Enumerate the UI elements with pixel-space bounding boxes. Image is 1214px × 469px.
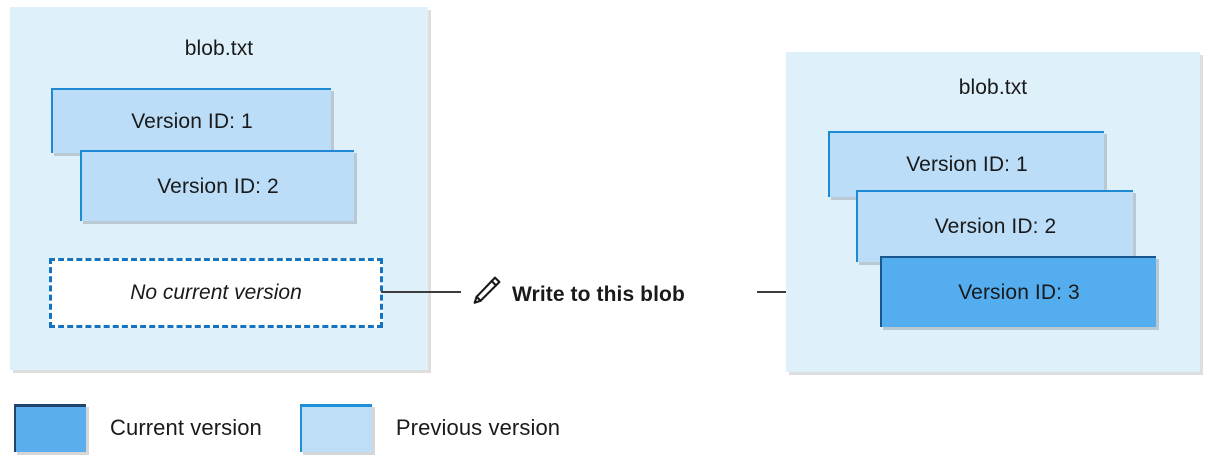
- legend-swatch-current-icon: [14, 404, 86, 452]
- version-card-left-1: Version ID: 1: [51, 88, 331, 153]
- version-card-right-2: Version ID: 2: [856, 190, 1133, 262]
- version-card-left-2: Version ID: 2: [80, 150, 354, 221]
- write-annotation-label: Write to this blob: [512, 282, 685, 306]
- version-card-right-1-label: Version ID: 1: [906, 153, 1028, 176]
- version-card-right-3: Version ID: 3: [880, 256, 1156, 327]
- blob-name-label-right: blob.txt: [958, 76, 1028, 99]
- pencil-icon: [469, 274, 503, 315]
- version-card-left-1-label: Version ID: 1: [131, 109, 253, 133]
- version-card-right-2-label: Version ID: 2: [934, 215, 1057, 238]
- legend-swatch-previous-icon: [299, 404, 372, 452]
- legend-item-previous: Previous version: [299, 404, 561, 452]
- no-current-version-box: No current version: [49, 258, 383, 328]
- blob-name-label-left: blob.txt: [184, 37, 254, 60]
- write-annotation: Write to this blob: [469, 274, 685, 315]
- connector-line-left: [381, 291, 461, 293]
- legend: Current version Previous version: [14, 404, 560, 452]
- version-card-left-2-label: Version ID: 2: [157, 174, 279, 198]
- legend-label-previous: Previous version: [395, 415, 561, 440]
- legend-label-current: Current version: [110, 415, 262, 440]
- legend-item-current: Current version: [14, 404, 262, 452]
- version-card-right-1: Version ID: 1: [828, 131, 1104, 197]
- no-current-version-label: No current version: [130, 281, 302, 304]
- version-card-right-3-label: Version ID: 3: [958, 280, 1080, 304]
